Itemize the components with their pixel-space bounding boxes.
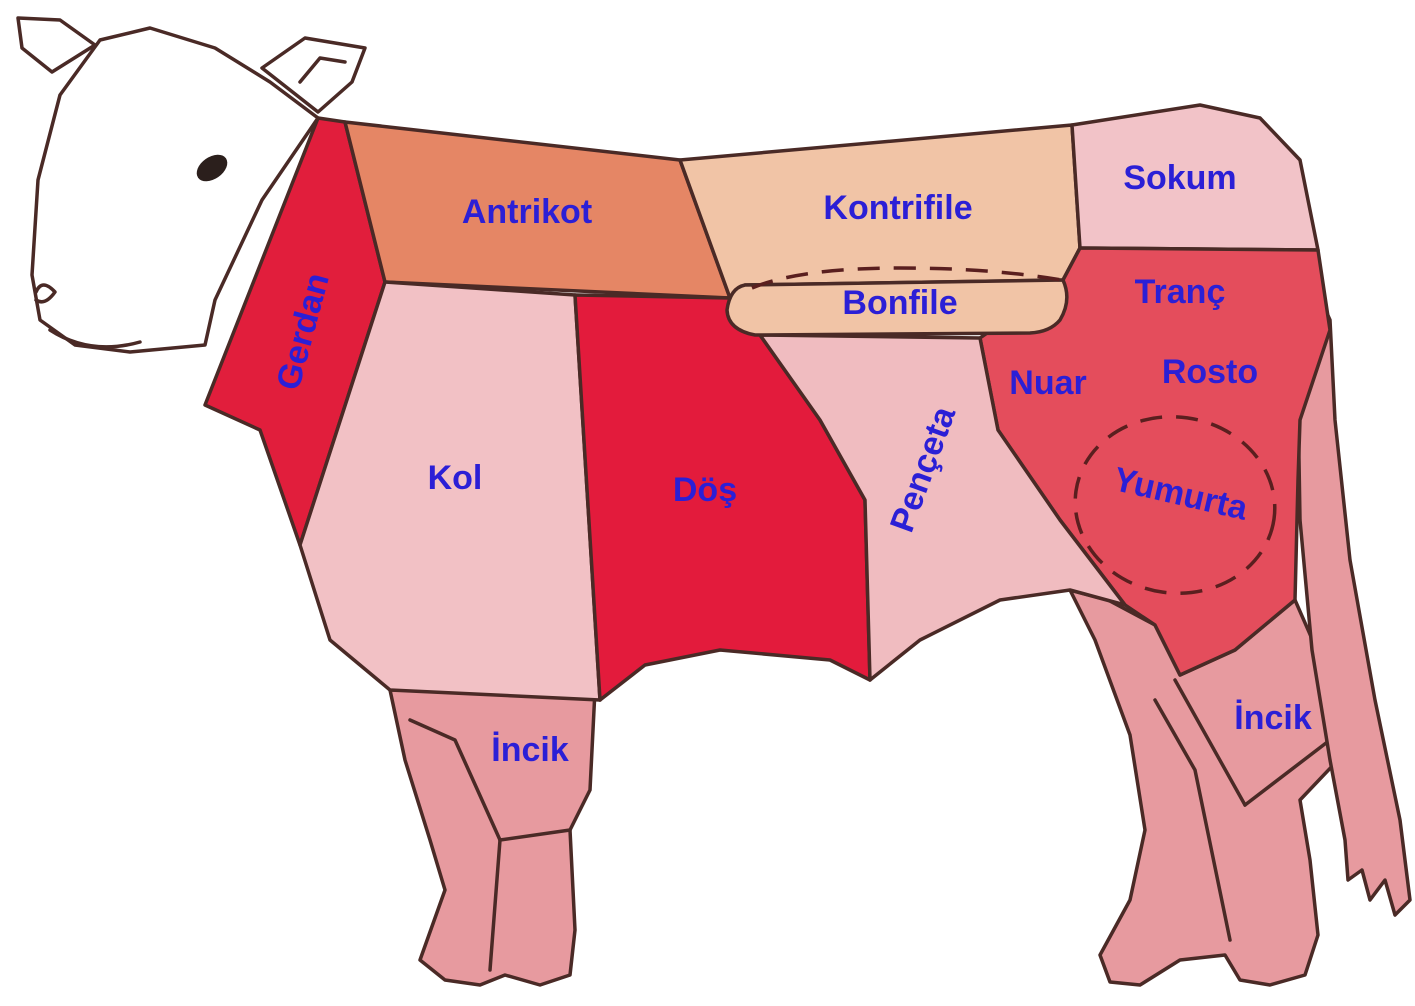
label-nuar: Nuar <box>1009 364 1086 402</box>
label-sokum: Sokum <box>1123 159 1236 197</box>
label-antrikot: Antrikot <box>462 193 592 231</box>
label-kontrifile: Kontrifile <box>823 189 972 227</box>
label-incik-front: İncik <box>491 731 569 769</box>
label-bonfile: Bonfile <box>842 284 957 322</box>
label-incik-back: İncik <box>1234 699 1312 737</box>
label-kol: Kol <box>428 459 483 497</box>
label-tranc: Tranç <box>1135 273 1226 311</box>
label-rosto: Rosto <box>1162 353 1258 391</box>
label-dos: Döş <box>673 471 737 509</box>
